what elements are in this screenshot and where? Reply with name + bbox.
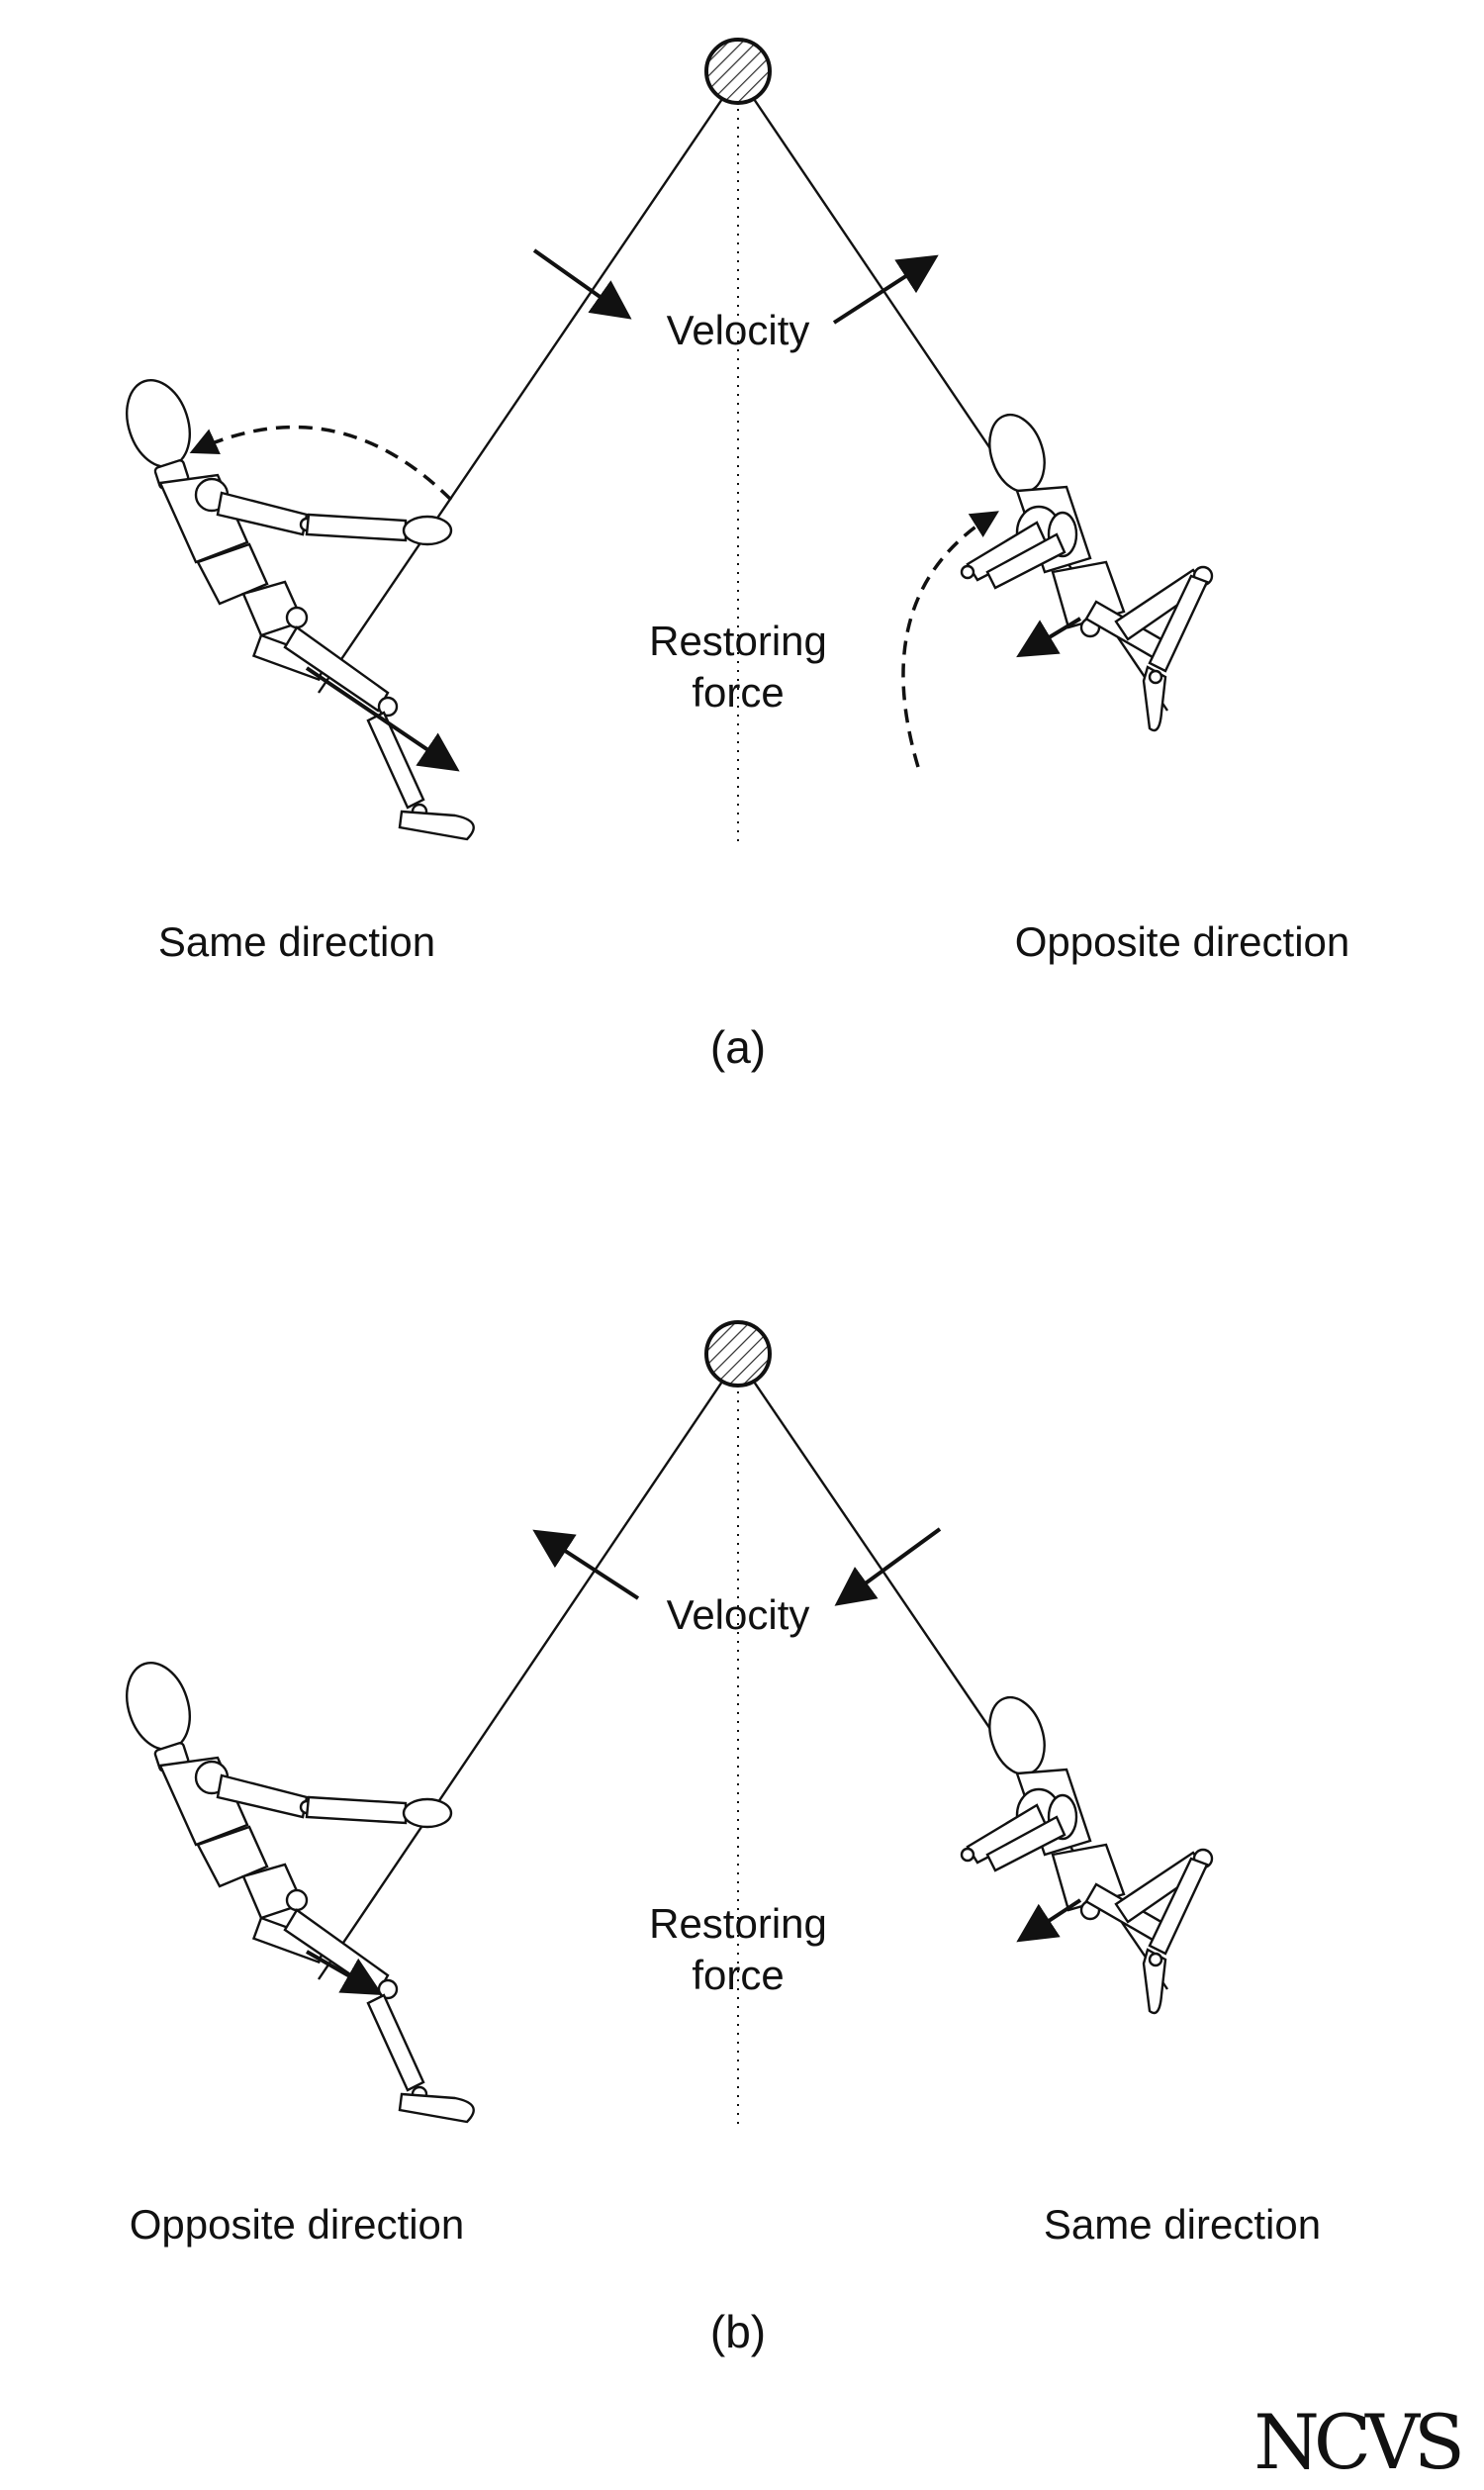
velocity-arrow-a-right	[832, 254, 939, 325]
panel-a: Velocity Restoring force Same direction …	[115, 38, 1350, 1073]
restoring-force-label-b-2: force	[692, 1952, 784, 1998]
rope-b-left	[318, 1381, 723, 1980]
pivot-a	[704, 38, 772, 105]
restoring-force-label-a-2: force	[692, 669, 784, 716]
panel-b: Velocity Restoring force Opposite direct…	[115, 1320, 1321, 2357]
force-arrow-a-right	[1016, 617, 1082, 658]
velocity-arrow-b-right	[834, 1527, 942, 1606]
rotation-arrow-a-left	[189, 425, 453, 502]
left-label-b: Opposite direction	[130, 2201, 465, 2248]
restoring-force-label-a-1: Restoring	[649, 618, 827, 664]
caption-a: (a)	[710, 1021, 766, 1073]
right-label-b: Same direction	[1044, 2201, 1321, 2248]
velocity-arrow-a-left	[532, 248, 632, 320]
force-arrow-b-left	[306, 1950, 383, 1995]
caption-b: (b)	[710, 2306, 766, 2357]
left-label-a: Same direction	[158, 918, 435, 965]
rotation-arrow-a-right	[901, 511, 999, 768]
restoring-force-label-b-1: Restoring	[649, 1900, 827, 1947]
velocity-label-b: Velocity	[667, 1591, 810, 1638]
velocity-label-a: Velocity	[667, 307, 810, 353]
person-a-right	[960, 406, 1214, 732]
ncvs-logo: NCVS	[1253, 2398, 1460, 2486]
person-a-left	[115, 370, 475, 841]
pivot-b	[704, 1320, 772, 1388]
force-arrow-b-right	[1016, 1898, 1082, 1943]
person-b-left	[115, 1653, 475, 2124]
right-label-a: Opposite direction	[1015, 918, 1350, 965]
rope-a-left	[318, 98, 723, 694]
person-b-right	[960, 1688, 1214, 2015]
velocity-arrow-b-left	[532, 1529, 640, 1600]
force-arrow-a-left	[305, 666, 460, 772]
